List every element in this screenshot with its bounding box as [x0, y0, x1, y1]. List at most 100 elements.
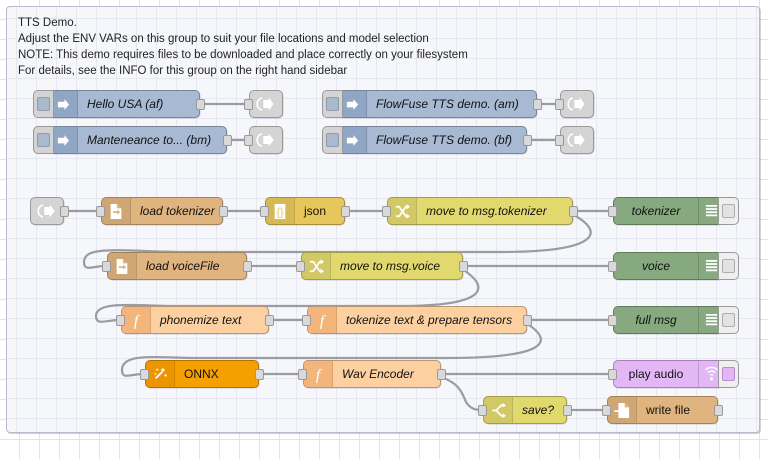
debug-enable-toggle[interactable]	[718, 252, 739, 280]
node-link-in-1[interactable]	[30, 197, 69, 225]
node-phonemize-text[interactable]: f phonemize text	[116, 306, 274, 334]
debug-enable-toggle[interactable]	[718, 306, 739, 334]
braces-icon: {}	[266, 198, 295, 224]
file-in-icon	[108, 253, 137, 279]
output-port[interactable]	[219, 206, 228, 217]
link-out-icon	[561, 91, 593, 117]
node-json[interactable]: {} json	[260, 197, 350, 225]
node-link-out-3[interactable]	[555, 90, 594, 118]
input-port[interactable]	[244, 99, 253, 110]
node-label: ONNX	[184, 367, 219, 381]
node-link-out-4[interactable]	[555, 126, 594, 154]
link-out-icon	[561, 127, 593, 153]
input-port[interactable]	[608, 315, 617, 326]
svg-text:f: f	[320, 313, 327, 329]
debug-bars-icon	[698, 307, 723, 333]
input-port[interactable]	[244, 135, 253, 146]
node-inject-flowfuse-bf[interactable]: FlowFuse TTS demo. (bf)	[322, 126, 532, 154]
output-port[interactable]	[714, 405, 723, 416]
node-label: write file	[646, 403, 691, 417]
input-port[interactable]	[140, 369, 149, 380]
link-in-icon	[31, 198, 63, 224]
switch-branch-icon	[484, 397, 513, 423]
output-port[interactable]	[523, 135, 532, 146]
input-port[interactable]	[260, 206, 269, 217]
input-port[interactable]	[96, 206, 105, 217]
input-port[interactable]	[296, 261, 305, 272]
node-label: load tokenizer	[140, 204, 215, 218]
node-play-audio[interactable]: play audio	[608, 360, 739, 388]
input-port[interactable]	[608, 206, 617, 217]
node-inject-maintenance[interactable]: Manteneance to... (bm)	[33, 126, 232, 154]
debug-bars-icon	[698, 198, 723, 224]
node-inject-flowfuse-am[interactable]: FlowFuse TTS demo. (am)	[322, 90, 542, 118]
input-port[interactable]	[302, 315, 311, 326]
node-label: tokenizer	[631, 204, 681, 218]
node-debug-full-msg[interactable]: full msg	[608, 306, 739, 334]
inject-trigger-button[interactable]	[322, 90, 343, 118]
node-load-voicefile[interactable]: load voiceFile	[102, 252, 252, 280]
output-port[interactable]	[437, 369, 446, 380]
output-port[interactable]	[341, 206, 350, 217]
audio-play-toggle[interactable]	[718, 360, 739, 388]
output-port[interactable]	[563, 405, 572, 416]
function-f-icon: f	[304, 361, 333, 387]
output-port[interactable]	[243, 261, 252, 272]
node-move-to-msg-tokenizer[interactable]: move to msg.tokenizer	[382, 197, 578, 225]
output-port[interactable]	[255, 369, 264, 380]
output-port[interactable]	[60, 206, 69, 217]
link-out-icon	[250, 127, 282, 153]
output-port[interactable]	[265, 315, 274, 326]
node-label: tokenize text & prepare tensors	[346, 313, 513, 327]
input-port[interactable]	[608, 261, 617, 272]
debug-enable-toggle[interactable]	[718, 197, 739, 225]
output-port[interactable]	[523, 315, 532, 326]
inject-trigger-button[interactable]	[322, 126, 343, 154]
output-port[interactable]	[533, 99, 542, 110]
svg-text:{}: {}	[276, 206, 284, 218]
output-port[interactable]	[196, 99, 205, 110]
node-link-out-1[interactable]	[244, 90, 283, 118]
input-port[interactable]	[102, 261, 111, 272]
input-port[interactable]	[555, 99, 564, 110]
node-label: Wav Encoder	[342, 367, 414, 381]
node-debug-tokenizer[interactable]: tokenizer	[608, 197, 739, 225]
node-label: play audio	[628, 367, 684, 381]
svg-text:f: f	[134, 313, 141, 329]
node-link-out-2[interactable]	[244, 126, 283, 154]
input-port[interactable]	[478, 405, 487, 416]
inject-trigger-button[interactable]	[33, 126, 54, 154]
function-f-icon: f	[308, 307, 337, 333]
output-port[interactable]	[459, 261, 468, 272]
node-label: FlowFuse TTS demo. (am)	[376, 97, 519, 111]
file-in-icon	[102, 198, 131, 224]
output-port[interactable]	[569, 206, 578, 217]
node-label: move to msg.voice	[340, 259, 441, 273]
output-port[interactable]	[223, 135, 232, 146]
node-label: Hello USA (af)	[87, 97, 164, 111]
node-write-file[interactable]: write file	[602, 396, 723, 424]
input-port[interactable]	[555, 135, 564, 146]
input-port[interactable]	[382, 206, 391, 217]
node-debug-voice[interactable]: voice	[608, 252, 739, 280]
input-port[interactable]	[298, 369, 307, 380]
node-move-to-msg-voice[interactable]: move to msg.voice	[296, 252, 468, 280]
input-port[interactable]	[116, 315, 125, 326]
node-save-switch[interactable]: save?	[478, 396, 572, 424]
speaker-waves-icon	[698, 361, 723, 387]
inject-trigger-button[interactable]	[33, 90, 54, 118]
input-port[interactable]	[602, 405, 611, 416]
input-port[interactable]	[608, 369, 617, 380]
svg-text:f: f	[316, 367, 323, 383]
node-label: phonemize text	[160, 313, 242, 327]
node-onnx[interactable]: ONNX	[140, 360, 264, 388]
node-tokenize-prepare-tensors[interactable]: f tokenize text & prepare tensors	[302, 306, 532, 334]
node-wav-encoder[interactable]: f Wav Encoder	[298, 360, 446, 388]
file-out-icon	[608, 397, 637, 423]
shuffle-icon	[302, 253, 331, 279]
node-label: move to msg.tokenizer	[426, 204, 547, 218]
node-inject-hello-usa[interactable]: Hello USA (af)	[33, 90, 205, 118]
node-label: json	[304, 204, 327, 218]
node-load-tokenizer[interactable]: load tokenizer	[96, 197, 228, 225]
